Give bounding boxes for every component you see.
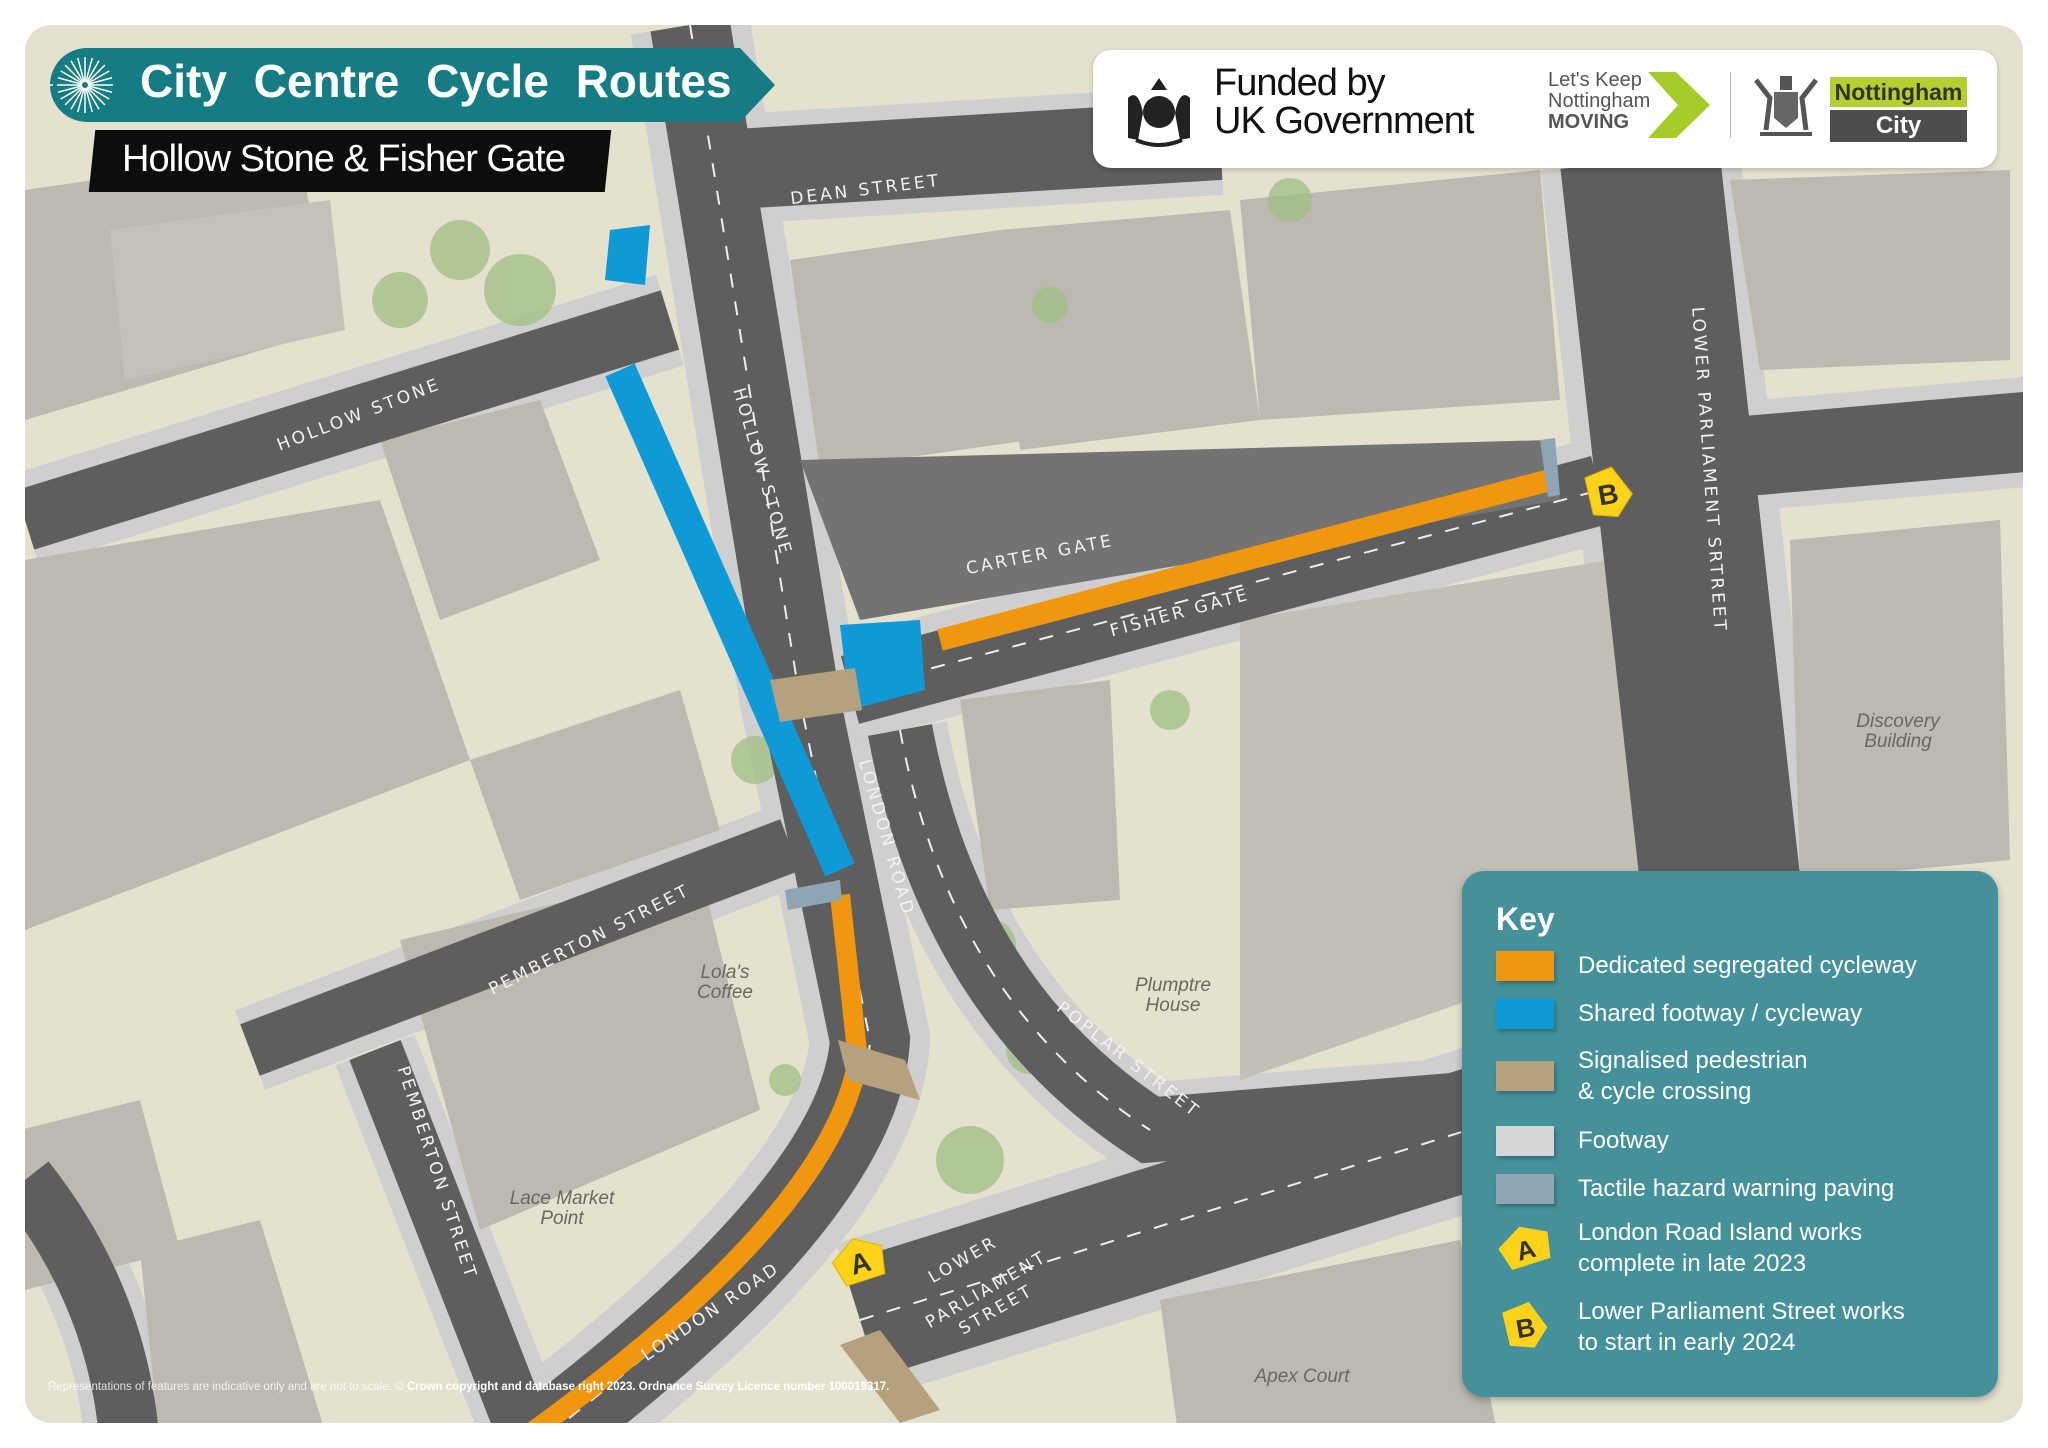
key-item-segregated-cycleway: Dedicated segregated cycleway <box>1496 950 1917 981</box>
key-label: Shared footway / cycleway <box>1578 1000 1863 1027</box>
key-label: Tactile hazard warning paving <box>1578 1175 1895 1202</box>
shared-footway-cycleway <box>840 620 925 710</box>
signalised-crossing <box>840 1330 940 1423</box>
key-item-signalised-crossing: Signalised pedestrian& cycle crossing <box>1496 1045 1808 1107</box>
segregated-cycleway <box>504 893 869 1423</box>
swatch-orange <box>1496 950 1554 981</box>
copyright-footer: Representations of features are indicati… <box>48 1381 890 1393</box>
swatch-tan <box>1496 1061 1554 1091</box>
shared-footway-cycleway <box>605 363 855 877</box>
page-subtitle: Hollow Stone & Fisher Gate <box>122 138 566 180</box>
segregated-cycleway <box>937 469 1553 651</box>
tactile-paving <box>785 880 842 910</box>
marker-b-icon: B <box>1502 1302 1548 1348</box>
chevron-right-logo-icon <box>1648 72 1710 138</box>
swatch-blue-grey <box>1496 1173 1554 1204</box>
shared-footway-cycleway <box>605 225 650 285</box>
funder-panel <box>1093 50 1997 168</box>
key-item-shared-footway: Shared footway / cycleway <box>1496 998 1862 1029</box>
council-name: Nottingham <box>1830 77 1967 107</box>
place-label: Apex Court <box>1254 1366 1350 1387</box>
carter-gate-area <box>800 440 1560 620</box>
key-label: Footway <box>1578 1127 1669 1154</box>
signalised-crossing <box>770 668 862 722</box>
tactile-paving <box>1540 438 1560 497</box>
swatch-blue <box>1496 998 1554 1029</box>
marker-a[interactable]: A <box>828 1232 890 1288</box>
sunburst-logo-icon <box>53 53 117 117</box>
signalised-crossing <box>838 1040 920 1100</box>
logo-divider <box>1730 72 1731 138</box>
map-key: Key Dedicated segregated cycleway Shared… <box>1462 871 1998 1397</box>
nottingham-crest-icon <box>1754 76 1818 136</box>
key-item-footway: Footway <box>1496 1125 1669 1156</box>
marker-b[interactable]: B <box>1584 464 1636 521</box>
key-label: Signalised pedestrian& cycle crossing <box>1578 1047 1808 1105</box>
key-item-tactile-paving: Tactile hazard warning paving <box>1496 1173 1894 1204</box>
council-name: City Council <box>1830 110 1967 171</box>
svg-text:B: B <box>1514 1312 1538 1345</box>
royal-coat-of-arms-icon <box>1128 78 1190 147</box>
marker-a-icon: A <box>1498 1226 1551 1271</box>
page-title: City Centre Cycle Routes <box>140 55 732 107</box>
key-title: Key <box>1496 901 1555 937</box>
swatch-light-grey <box>1496 1125 1554 1156</box>
key-label: Dedicated segregated cycleway <box>1578 952 1917 979</box>
